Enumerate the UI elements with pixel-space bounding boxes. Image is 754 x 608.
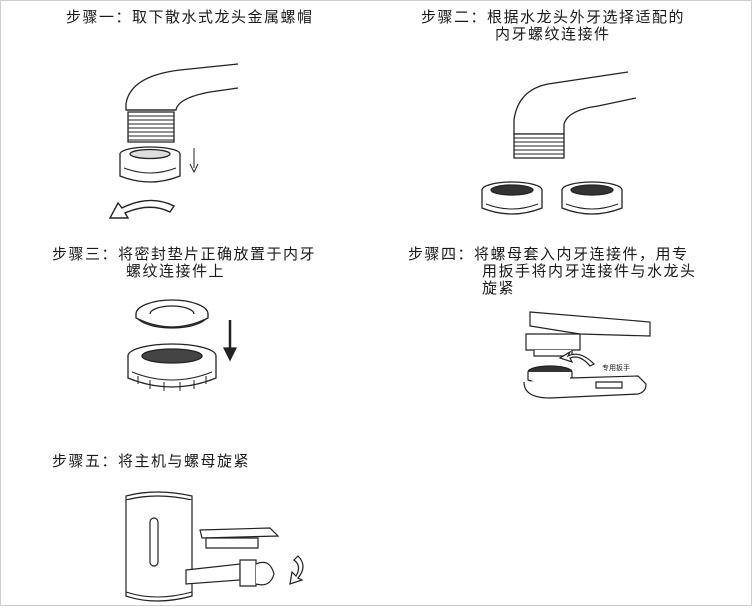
step-5-text: 步骤五：将主机与螺母旋紧 bbox=[52, 453, 250, 470]
rotate-arrow-icon bbox=[110, 200, 174, 218]
step-4-text: 步骤四：将螺母套入内牙连接件，用专 用扳手将内牙连接件与水龙头 旋紧 bbox=[408, 246, 697, 297]
step-3-line-2: 螺纹连接件上 bbox=[126, 262, 226, 280]
rotate-arrow-icon-3 bbox=[290, 556, 303, 584]
step-3-label: 步骤三： bbox=[52, 245, 119, 263]
faucet-spout-2 bbox=[514, 72, 636, 134]
filter-main-unit bbox=[126, 492, 192, 601]
faucet-body bbox=[526, 312, 650, 356]
step-5-label: 步骤五： bbox=[52, 452, 119, 470]
step-2-line-2: 内牙螺纹连接件 bbox=[495, 25, 611, 43]
step-2-line-1: 根据水龙头外牙选择适配的 bbox=[487, 8, 686, 26]
step-4-line-1: 将螺母套入内牙连接件，用专 bbox=[474, 245, 689, 263]
step-3-line-1: 将密封垫片正确放置于内牙 bbox=[118, 245, 317, 263]
step-2-label: 步骤二： bbox=[421, 8, 488, 26]
faucet-assembly bbox=[186, 528, 278, 586]
faucet-thread-2 bbox=[514, 134, 564, 158]
rotate-arrow-icon-2 bbox=[560, 352, 594, 366]
step-1-illustration bbox=[100, 58, 240, 238]
step-5-line-1: 将主机与螺母旋紧 bbox=[118, 452, 251, 470]
step-2-illustration bbox=[478, 68, 638, 228]
step-1-text: 步骤一：取下散水式龙头金属螺帽 bbox=[66, 9, 314, 26]
sealing-gasket bbox=[136, 300, 208, 328]
step-5-illustration bbox=[120, 488, 310, 608]
step-1-label: 步骤一： bbox=[66, 8, 133, 26]
faucet-spout bbox=[126, 64, 238, 110]
step-3-text: 步骤三：将密封垫片正确放置于内牙 螺纹连接件上 bbox=[52, 246, 316, 280]
step-1-line-1: 取下散水式龙头金属螺帽 bbox=[132, 8, 314, 26]
step-2-text: 步骤二：根据水龙头外牙选择适配的 内牙螺纹连接件 bbox=[421, 9, 685, 43]
faucet-thread bbox=[128, 112, 174, 142]
down-arrow-icon bbox=[190, 148, 198, 172]
metal-nut bbox=[120, 147, 180, 182]
threaded-connector bbox=[128, 344, 216, 391]
step-4-line-3: 旋紧 bbox=[482, 279, 516, 297]
step-4-illustration: 专用扳手 bbox=[520, 306, 660, 406]
wrench-label: 专用扳手 bbox=[602, 363, 630, 372]
connector-left bbox=[482, 182, 542, 214]
wrench bbox=[524, 376, 646, 398]
step-4-label: 步骤四： bbox=[408, 245, 475, 263]
down-arrow-head bbox=[224, 348, 236, 360]
step-4-line-2: 用扳手将内牙连接件与水龙头 bbox=[482, 262, 697, 280]
connector-right bbox=[562, 182, 622, 214]
step-3-illustration bbox=[124, 290, 254, 400]
